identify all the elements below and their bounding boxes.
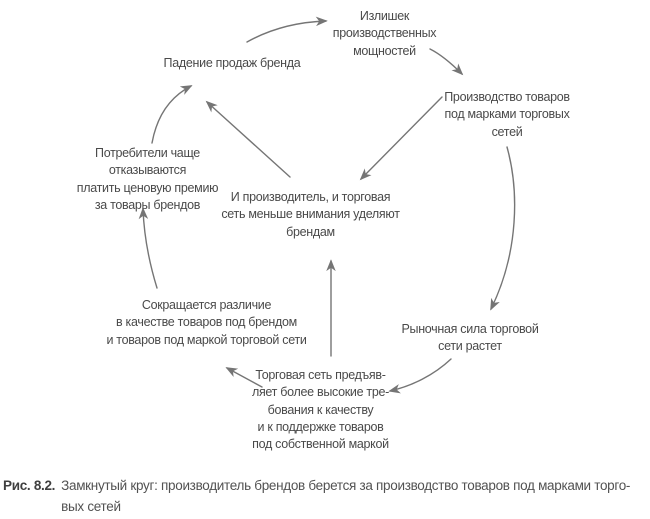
node-private-label-production: Производство товаров под марками торговы… <box>444 90 570 139</box>
caption: Рис. 8.2. Замкнутый круг: производитель … <box>3 476 647 518</box>
node-excess-capacity: Излишек производственных мощностей <box>332 9 437 58</box>
arrow-production-to-center <box>359 96 443 181</box>
node-less-attention-to-brands: И производитель, и торговая сеть меньше … <box>221 190 400 239</box>
node-brand-sales-fall: Падение продаж бренда <box>163 56 301 70</box>
arrow-production-to-market <box>490 146 516 311</box>
node-quality-gap-shrinks: Сокращается различие в качестве товаров … <box>106 298 307 347</box>
figure-number-label: Рис. 8.2. <box>3 478 56 493</box>
node-retail-power-grows: Рыночная сила торговой сети растет <box>401 322 539 354</box>
arrow-fall-to-excess <box>246 16 328 43</box>
caption-text: Замкнутый круг: производитель брендов бе… <box>61 478 631 514</box>
node-retail-demands-quality: Торговая сеть предъяв- ляет более высоки… <box>251 368 390 451</box>
node-consumers-refuse-premium: Потребители чаще отказываются платить це… <box>76 146 219 212</box>
arrow-consumers-to-fall <box>151 85 193 144</box>
arrow-shrink-to-consumers <box>138 207 158 289</box>
